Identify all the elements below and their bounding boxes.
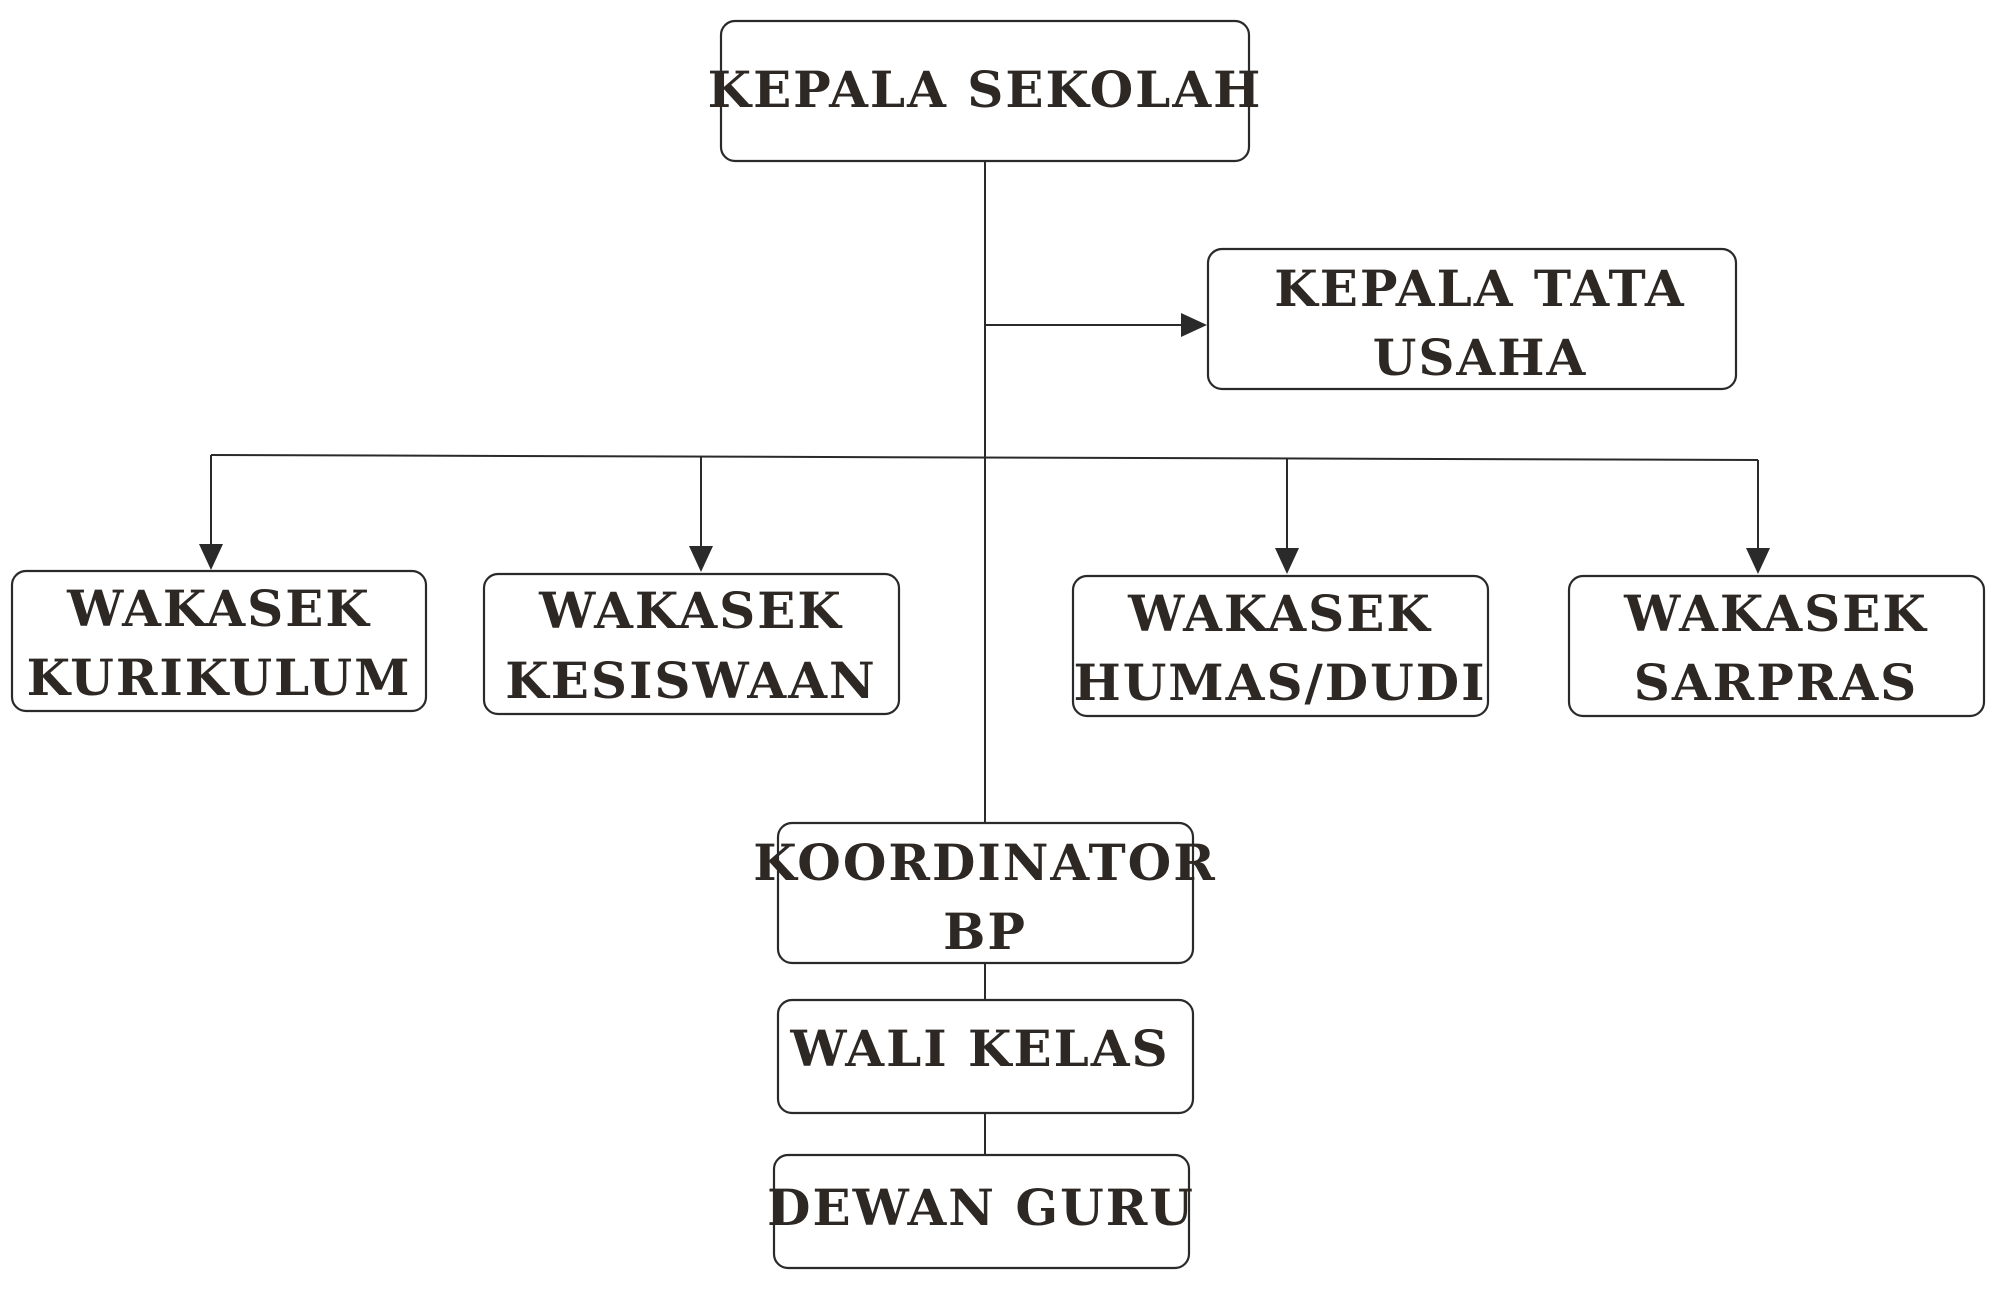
distribution-line xyxy=(210,454,1759,461)
label-kepala-sekolah-line-1: KEPALA SEKOLAH xyxy=(708,60,1263,119)
label-wali-kelas-line-1: WALI KELAS xyxy=(789,1019,1169,1078)
node-koordinator-bp: KOORDINATOR BP xyxy=(753,821,1217,965)
connectors xyxy=(199,161,1770,1155)
label-wakasek-humas-line-2: HUMAS/DUDI xyxy=(1073,653,1486,712)
arrowhead-tata-usaha xyxy=(1181,313,1207,337)
node-wakasek-humas: WAKASEK HUMAS/DUDI xyxy=(1071,574,1490,718)
arrowhead-kurikulum xyxy=(199,544,223,570)
label-wakasek-kurikulum-line-1: WAKASEK xyxy=(66,579,371,638)
node-wakasek-sarpras: WAKASEK SARPRAS xyxy=(1567,574,1986,718)
label-koordinator-bp-line-2: BP xyxy=(943,902,1027,961)
node-kepala-tata-usaha: KEPALA TATA USAHA xyxy=(1206,247,1738,391)
label-kepala-tata-usaha-line-1: KEPALA TATA xyxy=(1274,259,1685,318)
label-dewan-guru-line-1: DEWAN GURU xyxy=(767,1178,1195,1237)
label-wakasek-sarpras-line-1: WAKASEK xyxy=(1623,584,1928,643)
arrowhead-kesiswaan xyxy=(689,546,713,572)
label-koordinator-bp-line-1: KOORDINATOR xyxy=(753,833,1217,892)
node-dewan-guru: DEWAN GURU xyxy=(767,1153,1195,1270)
label-wakasek-humas-line-1: WAKASEK xyxy=(1127,584,1432,643)
node-wakasek-kesiswaan: WAKASEK KESISWAAN xyxy=(482,572,901,716)
label-wakasek-kurikulum-line-2: KURIKULUM xyxy=(27,648,412,707)
label-wakasek-sarpras-line-2: SARPRAS xyxy=(1634,653,1919,712)
label-wakasek-kesiswaan-line-2: KESISWAAN xyxy=(505,651,876,710)
node-wali-kelas: WALI KELAS xyxy=(776,998,1195,1115)
node-wakasek-kurikulum: WAKASEK KURIKULUM xyxy=(10,569,428,713)
label-wakasek-kesiswaan-line-1: WAKASEK xyxy=(538,581,843,640)
arrowhead-humas xyxy=(1275,548,1299,574)
arrowhead-sarpras xyxy=(1746,548,1770,574)
node-kepala-sekolah: KEPALA SEKOLAH xyxy=(708,19,1263,163)
label-kepala-tata-usaha-line-2: USAHA xyxy=(1373,328,1588,387)
